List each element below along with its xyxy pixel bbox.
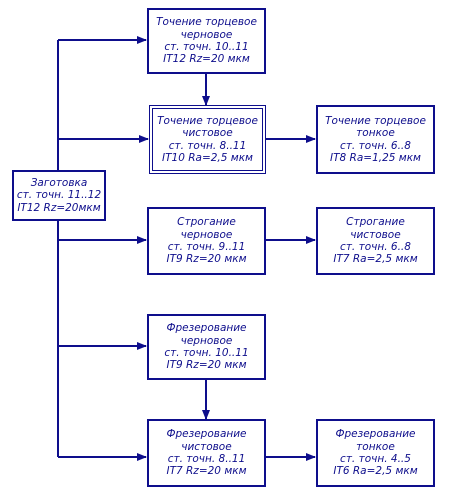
node-mill-finish-line-4: IT7 Rz=20 мкм <box>166 465 247 478</box>
node-face-rough-line-2: черновое <box>180 28 233 41</box>
node-mill-fine-line-4: IT6 Ra=2,5 мкм <box>333 465 418 478</box>
node-start-line-2: ст. точн. 11..12 <box>16 189 102 202</box>
node-face-finish-line-3: ст. точн. 8..11 <box>168 139 247 152</box>
node-face-fine-line-3: ст. точн. 6..8 <box>340 139 411 152</box>
node-face-fine-line-4: IT8 Ra=1,25 мкм <box>330 151 421 164</box>
node-mill-rough-line-1: Фрезерование <box>166 322 247 335</box>
node-mill-rough: Фрезерование черновое ст. точн. 10..11 I… <box>147 314 266 380</box>
node-mill-rough-line-4: IT9 Rz=20 мкм <box>166 359 247 372</box>
node-plane-rough: Строгание черновое ст. точн. 9..11 IT9 R… <box>147 207 266 275</box>
node-face-rough-line-4: IT12 Rz=20 мкм <box>163 53 250 66</box>
node-mill-finish: Фрезерование чистовое ст. точн. 8..11 IT… <box>147 419 266 487</box>
node-start-line-1: Заготовка <box>30 176 88 189</box>
node-plane-finish-line-2: чистовое <box>350 228 401 241</box>
node-mill-fine-line-3: ст. точн. 4..5 <box>340 453 411 465</box>
node-plane-rough-line-4: IT9 Rz=20 мкм <box>166 253 247 266</box>
node-face-rough-line-1: Точение торцевое <box>156 16 257 29</box>
node-plane-finish-line-3: ст. точн. 6..8 <box>340 241 411 253</box>
node-start-line-3: IT12 Rz=20мкм <box>17 201 101 214</box>
node-face-fine-line-1: Точение торцевое <box>325 114 426 127</box>
node-mill-finish-line-1: Фрезерование <box>166 428 247 441</box>
node-plane-finish: Строгание чистовое ст. точн. 6..8 IT7 Ra… <box>316 207 435 275</box>
node-mill-finish-line-2: чистовое <box>181 440 232 453</box>
node-face-finish-line-4: IT10 Ra=2,5 мкм <box>162 151 253 164</box>
node-face-rough: Точение торцевое черновое ст. точн. 10..… <box>147 8 266 74</box>
node-face-finish-line-2: чистовое <box>182 127 233 140</box>
node-plane-rough-line-3: ст. точн. 9..11 <box>167 241 246 253</box>
node-face-fine: Точение торцевое тонкое ст. точн. 6..8 I… <box>316 105 435 174</box>
node-face-finish: Точение торцевое чистовое ст. точн. 8..1… <box>149 105 266 174</box>
node-plane-rough-line-2: черновое <box>180 228 233 241</box>
node-face-finish-line-1: Точение торцевое <box>157 114 258 127</box>
node-mill-finish-line-3: ст. точн. 8..11 <box>167 453 246 465</box>
node-mill-fine: Фрезерование тонкое ст. точн. 4..5 IT6 R… <box>316 419 435 487</box>
node-face-rough-line-3: ст. точн. 10..11 <box>164 41 249 53</box>
node-start: Заготовка ст. точн. 11..12 IT12 Rz=20мкм <box>12 170 106 221</box>
node-mill-rough-line-3: ст. точн. 10..11 <box>164 347 249 359</box>
node-face-fine-line-2: тонкое <box>356 127 395 140</box>
node-plane-finish-line-1: Строгание <box>346 216 405 229</box>
node-mill-rough-line-2: черновое <box>180 334 233 347</box>
node-mill-fine-line-1: Фрезерование <box>335 428 416 441</box>
node-mill-fine-line-2: тонкое <box>356 440 395 453</box>
node-plane-rough-line-1: Строгание <box>177 216 236 229</box>
node-plane-finish-line-4: IT7 Ra=2,5 мкм <box>333 253 418 266</box>
